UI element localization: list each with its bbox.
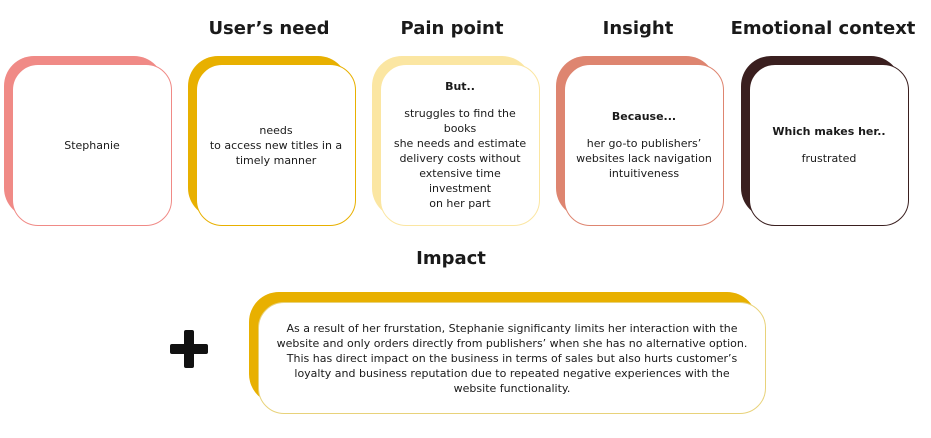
insight-text: her go-to publishers’ websites lack navi… (576, 137, 712, 180)
pain-point-text: struggles to find the books she needs an… (393, 107, 527, 210)
heading-emotional-context: Emotional context (730, 18, 916, 39)
emotional-context-card-body: Which makes her.. frustrated (749, 64, 909, 226)
plus-icon (170, 330, 208, 368)
insight-card-body: Because... her go-to publishers’ website… (564, 64, 724, 226)
users-need-card-body: needs to access new titles in a timely m… (196, 64, 356, 226)
pain-point-lead: But.. (445, 80, 475, 93)
heading-users-need: User’s need (208, 18, 330, 39)
heading-pain-point: Pain point (400, 18, 504, 39)
persona-card-body: Stephanie (12, 64, 172, 226)
pain-point-card-body: But.. struggles to find the books she ne… (380, 64, 540, 226)
users-need-text: needs to access new titles in a timely m… (209, 123, 343, 167)
emotional-context-text: frustrated (801, 152, 857, 165)
impact-card-body: As a result of her frurstation, Stephani… (258, 302, 766, 414)
persona-card: Stephanie (4, 56, 172, 228)
insight-lead: Because... (611, 110, 677, 123)
users-need-card: needs to access new titles in a timely m… (188, 56, 356, 228)
impact-card: As a result of her frurstation, Stephani… (249, 292, 766, 414)
emotional-context-card: Which makes her.. frustrated (741, 56, 909, 228)
impact-text: As a result of her frurstation, Stephani… (276, 321, 748, 395)
persona-name: Stephanie (64, 138, 120, 152)
pain-point-card: But.. struggles to find the books she ne… (372, 56, 540, 228)
impact-heading: Impact (416, 248, 486, 269)
emotional-context-lead: Which makes her.. (772, 125, 886, 138)
insight-card: Because... her go-to publishers’ website… (556, 56, 724, 228)
heading-insight: Insight (602, 18, 674, 39)
